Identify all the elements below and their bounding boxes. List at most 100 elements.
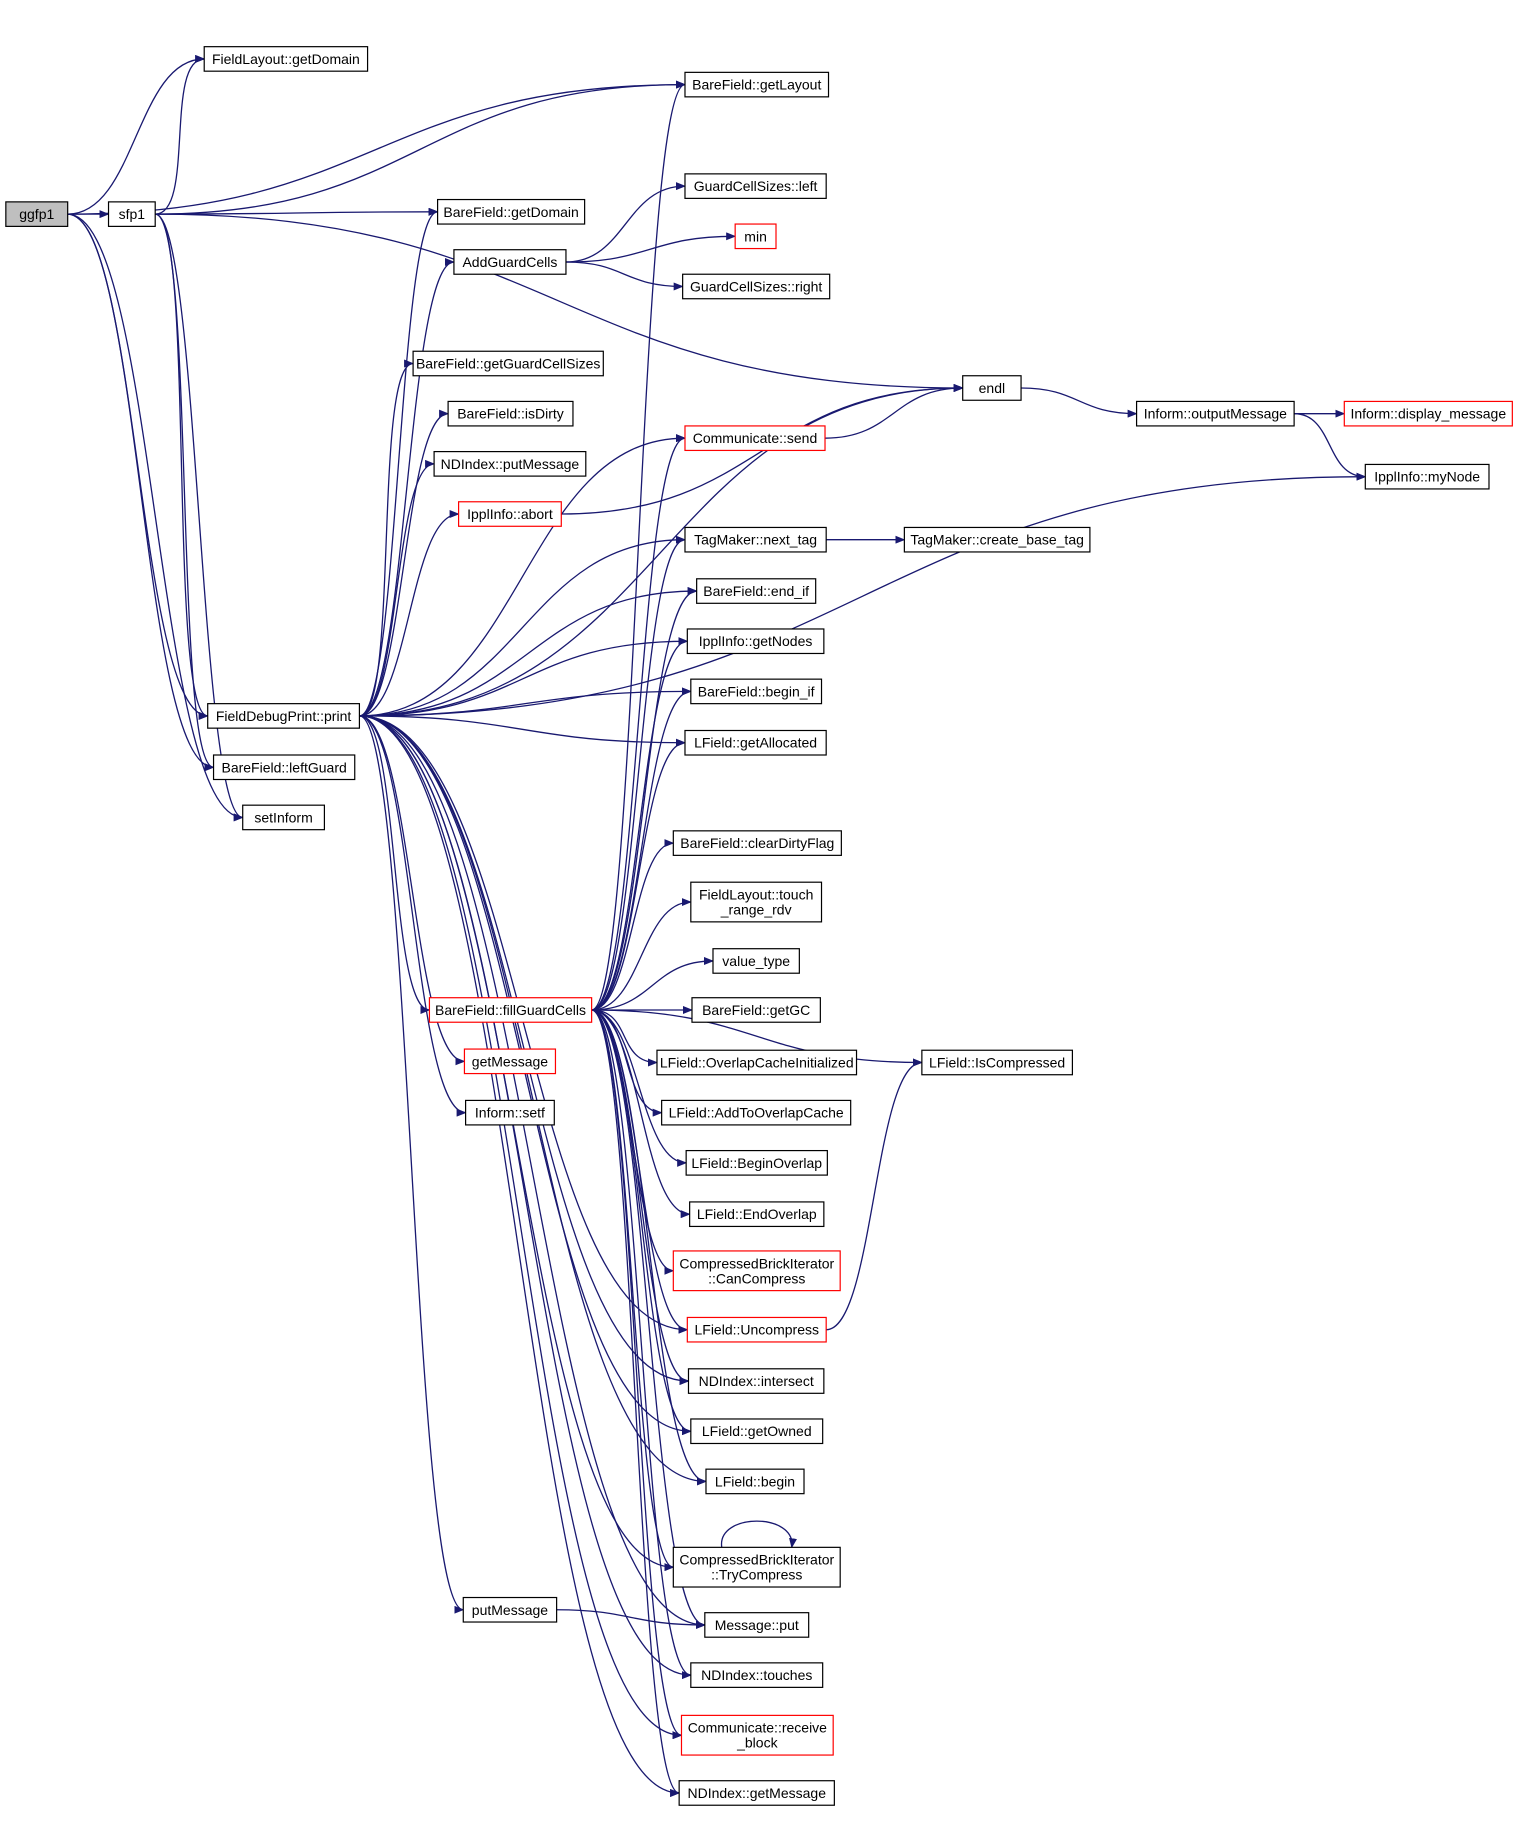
node-inf-outputmessage[interactable]: Inform::outputMessage bbox=[1135, 400, 1295, 427]
node-comm-receive-block[interactable]: Communicate::receive_block bbox=[680, 1714, 834, 1756]
node-label: Communicate::receive bbox=[688, 1720, 827, 1736]
edge-line bbox=[155, 213, 244, 822]
node-min[interactable]: min bbox=[734, 223, 777, 250]
node-box bbox=[436, 198, 586, 225]
edge-line bbox=[591, 1009, 688, 1167]
node-msg-put[interactable]: Message::put bbox=[704, 1612, 810, 1638]
node-addguardcells[interactable]: AddGuardCells bbox=[453, 249, 567, 275]
edge-sfp1-to-bf-leftguard bbox=[155, 213, 215, 772]
node-box bbox=[690, 678, 823, 705]
node-bf-isdirty[interactable]: BareField::isDirty bbox=[447, 400, 574, 427]
edge-line bbox=[359, 459, 436, 717]
edge-cbi-trycompress-to-cbi-trycompress bbox=[721, 1520, 797, 1549]
node-bf-begin-if[interactable]: BareField::begin_if bbox=[690, 678, 823, 705]
node-bf-getgc[interactable]: BareField::getGC bbox=[691, 997, 821, 1023]
edge-bf-fillguardcells-to-ndi-touches bbox=[591, 1009, 692, 1679]
node-box bbox=[690, 1662, 824, 1688]
edge-bf-fillguardcells-to-tm-next-tag bbox=[591, 535, 686, 1011]
node-ippl-mynode[interactable]: IpplInfo::myNode bbox=[1364, 463, 1490, 490]
edge-fdp-print-to-comm-send bbox=[359, 434, 686, 717]
node-cbi-trycompress[interactable]: CompressedBrickIterator::TryCompress bbox=[672, 1546, 841, 1588]
node-bf-fillguardcells[interactable]: BareField::fillGuardCells bbox=[428, 997, 593, 1023]
edge-fdp-print-to-ndi-touches bbox=[359, 715, 692, 1680]
edge-fdp-print-to-getmessage bbox=[359, 715, 466, 1066]
node-lf-endoverlap[interactable]: LField::EndOverlap bbox=[689, 1201, 825, 1228]
edge-line bbox=[825, 384, 964, 439]
node-box bbox=[462, 1596, 558, 1623]
node-value-type[interactable]: value_type bbox=[712, 948, 800, 974]
node-label: value_type bbox=[722, 953, 790, 969]
node-ndi-getmessage[interactable]: NDIndex::getMessage bbox=[678, 1780, 835, 1806]
edge-endl-to-inf-outputmessage bbox=[1021, 387, 1138, 418]
node-bf-cleardirtyflag[interactable]: BareField::clearDirtyFlag bbox=[672, 830, 842, 856]
node-bf-getdomain[interactable]: BareField::getDomain bbox=[436, 198, 586, 225]
node-lf-addtooverlapcache[interactable]: LField::AddToOverlapCache bbox=[661, 1099, 852, 1126]
node-inf-setf[interactable]: Inform::setf bbox=[465, 1099, 555, 1126]
edge-line bbox=[591, 956, 714, 1011]
node-bf-getguardcellsizes[interactable]: BareField::getGuardCellSizes bbox=[412, 350, 604, 377]
node-gcs-right[interactable]: GuardCellSizes::right bbox=[682, 273, 831, 300]
node-lf-getowned[interactable]: LField::getOwned bbox=[690, 1418, 824, 1445]
node-ndi-intersect[interactable]: NDIndex::intersect bbox=[687, 1368, 825, 1394]
node-label: FieldDebugPrint::print bbox=[216, 708, 352, 724]
node-setinform[interactable]: setInform bbox=[242, 804, 326, 831]
node-label: NDIndex::touches bbox=[701, 1667, 812, 1683]
node-box bbox=[921, 1049, 1074, 1076]
edge-putmessage-to-msg-put bbox=[556, 1609, 706, 1629]
node-bf-getlayout[interactable]: BareField::getLayout bbox=[684, 71, 830, 98]
node-label: BareField::isDirty bbox=[457, 406, 564, 422]
node-getmessage[interactable]: getMessage bbox=[463, 1048, 557, 1075]
node-label: BareField::getGC bbox=[702, 1002, 810, 1018]
node-label: NDIndex::intersect bbox=[699, 1373, 814, 1389]
edge-sfp1-to-bf-getlayout bbox=[155, 80, 686, 215]
edge-line bbox=[565, 261, 684, 291]
node-ggfp1[interactable]: ggfp1 bbox=[5, 201, 69, 227]
node-comm-send[interactable]: Communicate::send bbox=[684, 425, 826, 452]
node-lf-begin[interactable]: LField::begin bbox=[705, 1468, 805, 1495]
node-box bbox=[684, 729, 827, 756]
node-gcs-left[interactable]: GuardCellSizes::left bbox=[684, 173, 827, 199]
node-ndi-putmessage[interactable]: NDIndex::putMessage bbox=[433, 450, 587, 477]
node-box bbox=[5, 201, 69, 227]
node-putmessage[interactable]: putMessage bbox=[462, 1596, 558, 1623]
node-label: TagMaker::next_tag bbox=[694, 532, 817, 548]
node-bf-end-if[interactable]: BareField::end_if bbox=[696, 578, 817, 604]
node-lf-uncompress[interactable]: LField::Uncompress bbox=[686, 1316, 827, 1343]
edge-line bbox=[826, 1058, 923, 1331]
node-lf-overlapcacheinitialized[interactable]: LField::OverlapCacheInitialized bbox=[656, 1049, 858, 1076]
edge-line bbox=[359, 715, 431, 1014]
node-ippl-getnodes[interactable]: IpplInfo::getNodes bbox=[686, 628, 825, 655]
edge-line bbox=[359, 637, 689, 717]
node-label: ::CanCompress bbox=[708, 1270, 805, 1286]
node-label: ggfp1 bbox=[19, 206, 54, 222]
node-tm-next-tag[interactable]: TagMaker::next_tag bbox=[684, 526, 827, 553]
node-inf-display-message[interactable]: Inform::display_message bbox=[1343, 400, 1513, 427]
edge-bf-fillguardcells-to-bf-getlayout bbox=[591, 80, 686, 1011]
node-label: putMessage bbox=[472, 1602, 548, 1618]
node-ippl-abort[interactable]: IpplInfo::abort bbox=[458, 501, 562, 527]
node-lf-iscompressed[interactable]: LField::IsCompressed bbox=[921, 1049, 1074, 1076]
node-lf-beginoverlap[interactable]: LField::BeginOverlap bbox=[685, 1149, 828, 1176]
node-label: sfp1 bbox=[119, 206, 146, 222]
node-fl-touch-range-rdv[interactable]: FieldLayout::touch_range_rdv bbox=[690, 881, 823, 923]
node-fl-getdomain[interactable]: FieldLayout::getDomain bbox=[203, 46, 369, 72]
edge-line bbox=[565, 182, 686, 263]
node-bf-leftguard[interactable]: BareField::leftGuard bbox=[212, 754, 356, 781]
node-cbi-cancompress[interactable]: CompressedBrickIterator::CanCompress bbox=[672, 1250, 841, 1292]
edge-line bbox=[591, 1009, 706, 1629]
node-tm-create-base-tag[interactable]: TagMaker::create_base_tag bbox=[903, 526, 1091, 553]
node-label: LField::Uncompress bbox=[694, 1322, 819, 1338]
edge-fdp-print-to-ndi-getmessage bbox=[359, 715, 681, 1797]
edge-fdp-print-to-lf-begin bbox=[359, 715, 707, 1486]
edge-line bbox=[721, 1520, 797, 1549]
edge-bf-fillguardcells-to-ndi-intersect bbox=[591, 1009, 690, 1385]
node-lf-getallocated[interactable]: LField::getAllocated bbox=[684, 729, 827, 756]
node-label: NDIndex::putMessage bbox=[441, 456, 580, 472]
node-label: getMessage bbox=[472, 1053, 548, 1069]
edge-bf-fillguardcells-to-lf-iscompressed bbox=[591, 1009, 923, 1067]
node-sfp1[interactable]: sfp1 bbox=[107, 201, 156, 227]
node-fdp-print[interactable]: FieldDebugPrint::print bbox=[207, 703, 361, 729]
node-endl[interactable]: endl bbox=[962, 375, 1022, 401]
edge-line bbox=[359, 510, 460, 717]
node-ndi-touches[interactable]: NDIndex::touches bbox=[690, 1662, 824, 1688]
